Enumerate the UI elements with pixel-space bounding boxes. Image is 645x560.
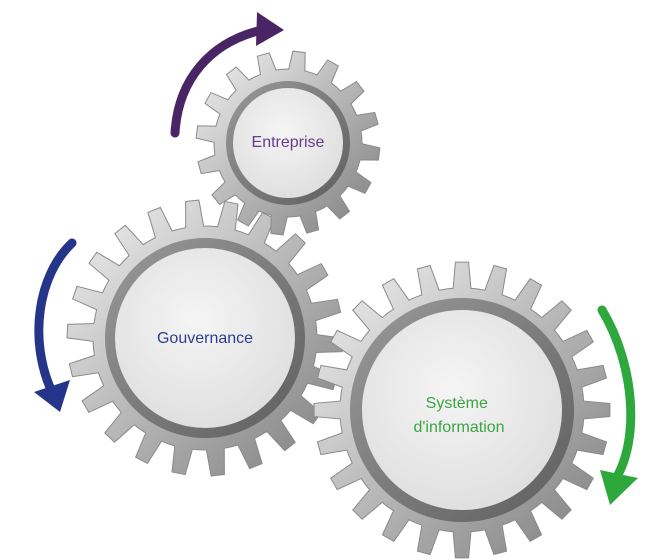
- entreprise-gear: [195, 50, 381, 236]
- systeme-arrowhead-icon: [600, 470, 638, 505]
- entreprise-arrowhead-icon: [256, 12, 284, 46]
- systeme-label: Système d'information: [413, 395, 504, 436]
- gouvernance-gear: [66, 199, 344, 477]
- entreprise-rotation-arrow-icon: [170, 25, 267, 138]
- gouvernance-gear-face: [115, 248, 295, 428]
- entreprise-label: Entreprise: [252, 134, 325, 151]
- systeme-gear-face: [362, 310, 562, 510]
- systeme-gear: [313, 261, 611, 559]
- gouvernance-arrowhead-icon: [34, 380, 70, 412]
- systeme-rotation-arrow-icon: [597, 305, 636, 485]
- gouvernance-rotation-arrow-icon: [34, 238, 77, 397]
- gouvernance-label: Gouvernance: [157, 330, 253, 347]
- entreprise-gear-face: [233, 88, 343, 198]
